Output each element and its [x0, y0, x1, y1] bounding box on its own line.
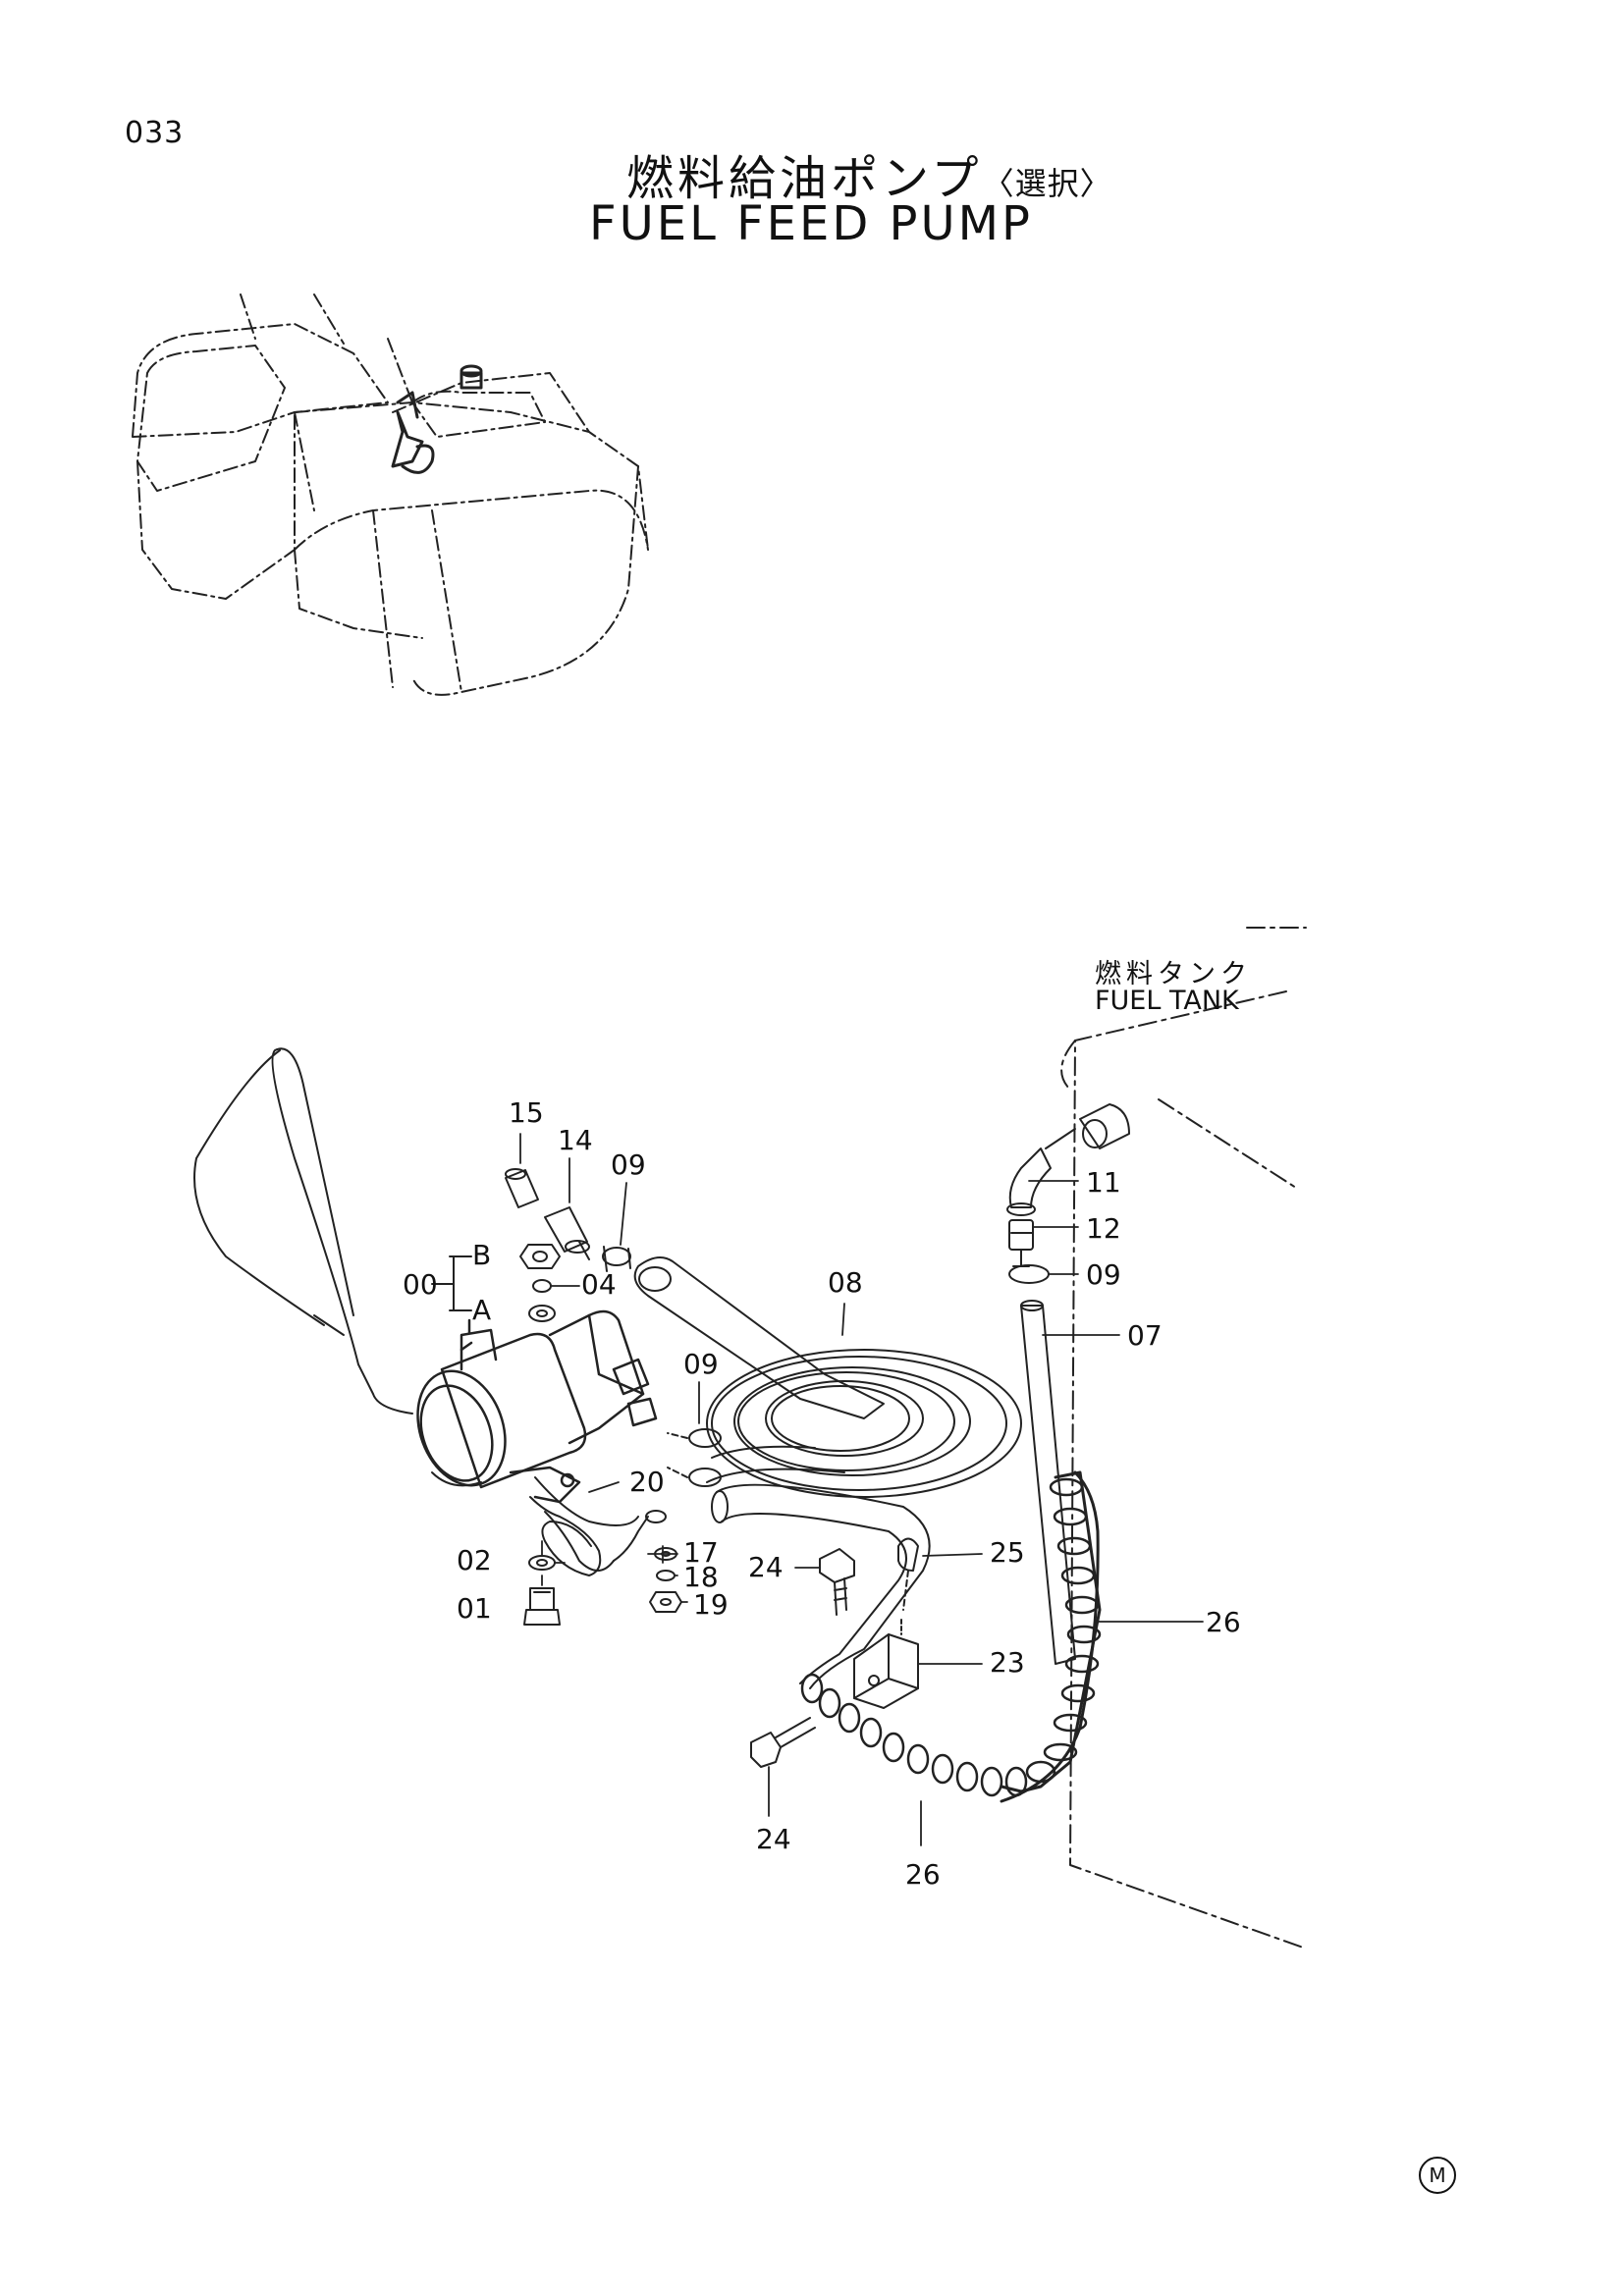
callout-26-lower: 26: [905, 1858, 941, 1891]
leader-00: [431, 1255, 455, 1311]
callout-leaders: [519, 1133, 1204, 1846]
callout-25: 25: [990, 1536, 1025, 1569]
coiled-hose-08: [633, 1256, 1022, 1498]
fuel-tank-outline: [1060, 927, 1307, 1949]
callout-24-lower: 24: [756, 1823, 791, 1855]
callout-19: 19: [693, 1588, 729, 1621]
callout-26-right: 26: [1206, 1606, 1241, 1638]
callout-08: 08: [828, 1266, 863, 1299]
title-japanese-text: 燃料給油ポンプ: [626, 151, 983, 206]
excavator-highlight: [391, 364, 483, 474]
callout-18: 18: [683, 1561, 719, 1593]
callout-17: 17: [683, 1536, 719, 1569]
elbow-fitting-11: [1006, 1148, 1052, 1216]
callout-24-upper: 24: [748, 1551, 784, 1583]
corner-mark-symbol: M: [1419, 2157, 1456, 2194]
fuel-tank-label-japanese: 燃料タンク: [1095, 959, 1252, 989]
bolt-24-lower: [750, 1717, 816, 1768]
title-japanese-note: 〈選択〉: [982, 165, 1112, 202]
connector-12: [1008, 1219, 1034, 1267]
callout-20: 20: [629, 1466, 665, 1498]
callout-07: 07: [1127, 1319, 1163, 1352]
callout-00: 00: [403, 1268, 438, 1301]
hose-guard-26-right: [1000, 1470, 1102, 1803]
nut-b: [519, 1244, 561, 1269]
cap-15: [505, 1168, 539, 1208]
hose-clamp-09-center: [667, 1428, 722, 1487]
callout-12: 12: [1086, 1212, 1121, 1245]
callout-04: 04: [581, 1268, 617, 1301]
title-english: FUEL FEED PUMP: [589, 196, 1033, 251]
fuel-pump-body: [416, 1309, 658, 1504]
hose-clamp-09-top: [602, 1246, 631, 1272]
bolt-01: [523, 1587, 561, 1626]
callout-02: 02: [457, 1544, 492, 1576]
page-number: 033: [125, 116, 185, 150]
hose-guard-26-rings: [800, 1477, 1102, 1797]
bolt-24-upper: [819, 1548, 855, 1616]
title-japanese: 燃料給油ポンプ〈選択〉: [626, 139, 1112, 208]
washer-02: [528, 1555, 556, 1571]
tank-fitting: [1045, 1103, 1130, 1149]
hose-07: [1020, 1300, 1076, 1665]
bracket-clamp-25: [897, 1537, 919, 1611]
spring-washer-04: [532, 1279, 552, 1293]
washer-a: [528, 1305, 556, 1322]
callout-b: B: [472, 1239, 492, 1271]
bracket-23: [853, 1619, 919, 1709]
callout-a: A: [472, 1294, 492, 1326]
spring-washer-18: [656, 1570, 676, 1581]
callout-01: 01: [457, 1592, 492, 1625]
hose-25: [711, 1483, 931, 1689]
nut-19: [649, 1591, 682, 1613]
callout-09-center: 09: [683, 1348, 719, 1380]
pump-wiring: [193, 1047, 639, 1526]
callout-23: 23: [990, 1646, 1025, 1679]
wire-harness-20: [529, 1496, 667, 1576]
callout-14: 14: [558, 1124, 593, 1156]
callout-09-right: 09: [1086, 1258, 1121, 1291]
callout-15: 15: [509, 1096, 544, 1129]
fuel-tank-label-english: FUEL TANK: [1095, 986, 1239, 1016]
fitting-14: [544, 1206, 590, 1260]
callout-11: 11: [1086, 1166, 1121, 1199]
excavator-overview: [132, 294, 649, 696]
hose-clamp-09-right: [1008, 1264, 1050, 1284]
callout-09-top: 09: [611, 1148, 646, 1181]
